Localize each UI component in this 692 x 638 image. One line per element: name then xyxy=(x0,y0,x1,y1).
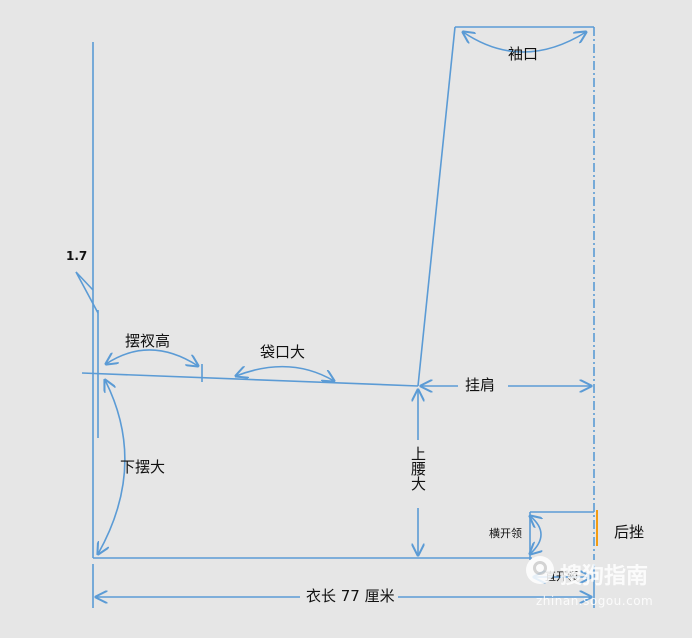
hem-width-arrow xyxy=(98,380,126,554)
neck-width-arrow xyxy=(530,516,541,554)
hem-gusset-arrow xyxy=(106,349,198,366)
back-rise-label: 后挫 xyxy=(614,523,645,541)
hem-line xyxy=(81,372,419,387)
pocket-label: 袋口大 xyxy=(260,343,306,361)
neck-width-label: 横开领 xyxy=(489,527,522,540)
waist-label: 上腰大 xyxy=(409,446,427,491)
offset-leader-2 xyxy=(75,271,99,314)
offset-label: 1.7 xyxy=(66,249,88,263)
length-label: 衣长 77 厘米 xyxy=(306,587,395,605)
watermark-brand: 搜狗指南 xyxy=(560,564,649,589)
hem-width-label: 下摆大 xyxy=(120,458,166,476)
hem-gusset-label: 摆衩高 xyxy=(125,332,171,350)
sogou-logo-icon xyxy=(526,556,554,584)
watermark-url: zhinan.sogou.com xyxy=(536,594,654,608)
cuff-arrow xyxy=(463,32,586,53)
neck-depth-label: 直开领 xyxy=(545,570,578,583)
shoulder-label: 挂肩 xyxy=(465,376,496,394)
side-seam-line xyxy=(417,26,456,387)
pocket-arrow xyxy=(236,365,334,381)
cuff-label: 袖口 xyxy=(508,45,539,63)
offset-leader-1 xyxy=(75,271,94,291)
